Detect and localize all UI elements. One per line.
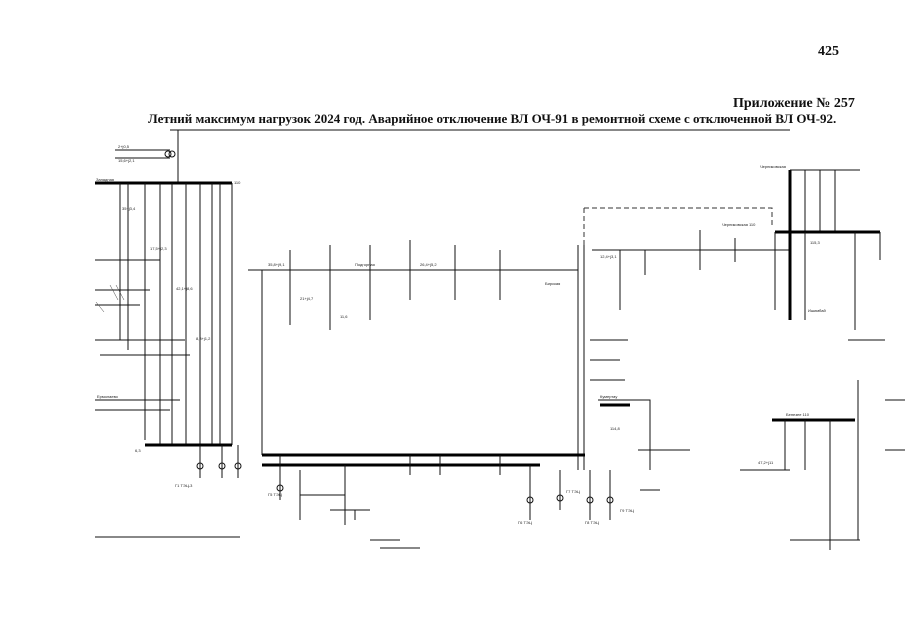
transformer-icon — [164, 150, 172, 158]
flow-label: 2+j0,5 — [118, 144, 130, 149]
transformer-icon — [168, 150, 176, 158]
node-label: Западная — [96, 177, 114, 182]
substation-label: Бенезее 110 — [786, 412, 810, 417]
transformer-icon — [218, 462, 226, 470]
substation-label: Черниковская 110 — [722, 222, 756, 227]
generator-label: Г5 ТЭЦ — [268, 492, 282, 497]
vertical-feeders-left — [119, 183, 233, 445]
flow-label: 42,1+j8,6 — [176, 286, 193, 291]
gen-drops-left — [199, 445, 239, 478]
flow-label: 35+j3,4 — [122, 206, 136, 211]
node-label: Кумертау — [600, 394, 617, 399]
transformer-icon — [234, 462, 242, 470]
lower-left-drops — [344, 510, 356, 525]
middle-right-lower — [638, 449, 690, 491]
node-label: Подгорная — [355, 262, 375, 267]
flow-label: 21+j4,7 — [300, 296, 314, 301]
right-downward-feeders — [774, 232, 856, 330]
flow-label: 8,3+j1,2 — [196, 336, 211, 341]
node-label: Ермолаево — [97, 394, 119, 399]
diagram-title: Летний максимум нагрузок 2024 год. Авари… — [148, 111, 837, 126]
generator-label: Г9 ТЭЦ — [620, 508, 634, 513]
generator-label: Г1 ТЭЦ-3 — [175, 483, 193, 488]
right-edge-lines — [879, 232, 905, 451]
transformer-icon — [556, 494, 564, 502]
flow-label: 26,4+j5,2 — [420, 262, 437, 267]
transformer-icon — [196, 462, 204, 470]
flow-label: 15,6+j2,1 — [118, 158, 135, 163]
bottom-line-middle — [370, 539, 420, 549]
node-label: 6,3 — [135, 448, 141, 453]
flow-label: 11,6 — [340, 314, 348, 319]
node-label: Ишимбай — [808, 308, 826, 313]
generator-label: Г8 ТЭЦ — [585, 520, 599, 525]
lower-left-cluster — [299, 470, 370, 520]
flow-label: 17,5+j2,3 — [150, 246, 167, 251]
hatch-marks — [95, 284, 125, 313]
right-lower-lines — [848, 339, 885, 540]
right-substation-feeders — [790, 169, 860, 232]
page-number: 425 — [818, 44, 839, 59]
flow-label: 114,8 — [610, 426, 620, 431]
transformer-icon — [606, 496, 614, 504]
lower-drops — [279, 455, 611, 520]
flow-label: 110 — [234, 180, 241, 185]
outage-dashed-line — [583, 207, 773, 245]
appendix-label: Приложение № 257 — [733, 96, 855, 111]
flow-label: 47,2+j11 — [758, 460, 774, 465]
left-branches — [95, 259, 190, 411]
generator-label: Г7 ТЭЦ — [566, 489, 580, 494]
transformer-icon — [526, 496, 534, 504]
flow-label: 35,8+j9,1 — [268, 262, 285, 267]
right-lower-feeders — [784, 420, 831, 550]
node-label: Бирская — [545, 281, 560, 286]
upper-middle-verticals — [289, 240, 501, 330]
transformer-icon — [276, 484, 284, 492]
feeder-top-left — [115, 149, 170, 159]
transformer-icon — [586, 496, 594, 504]
flow-label: 115,3 — [810, 240, 820, 245]
generator-label: Г6 ТЭЦ — [518, 520, 532, 525]
upper-right-verticals — [619, 230, 736, 310]
middle-right-branches — [590, 339, 651, 470]
substation-label: Черниковская — [760, 164, 786, 169]
flow-label: 12,4+j3,1 — [600, 254, 617, 259]
